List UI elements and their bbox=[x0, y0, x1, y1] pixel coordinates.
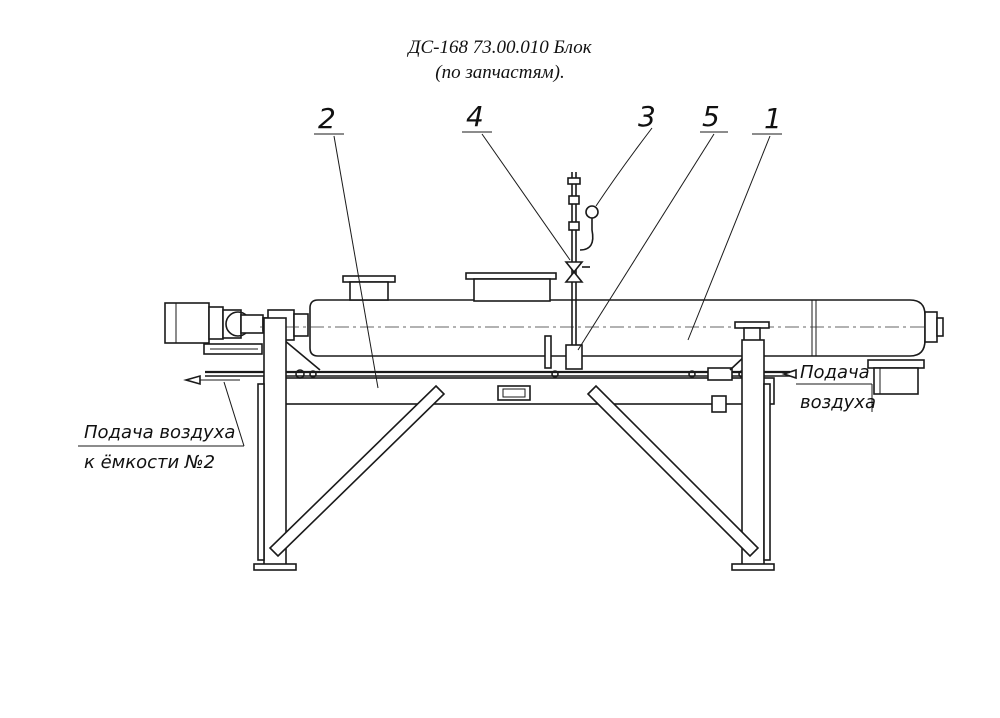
caption-right-line2: воздуха bbox=[800, 392, 876, 413]
callout-5: 5 bbox=[702, 100, 720, 133]
pressure-gauge-icon bbox=[585, 205, 599, 219]
caption-left-line2: к ёмкости №2 bbox=[84, 452, 215, 473]
callout-2: 2 bbox=[318, 102, 336, 135]
callout-3: 3 bbox=[638, 100, 656, 133]
instrument-column bbox=[564, 172, 599, 370]
callout-1: 1 bbox=[764, 102, 782, 135]
valve-block bbox=[565, 344, 583, 370]
drawing-title: ДС-168 73.00.010 Блок bbox=[408, 37, 592, 58]
cylinder-body bbox=[260, 272, 944, 395]
caption-left-line1: Подача воздуха bbox=[84, 422, 235, 443]
callout-4: 4 bbox=[466, 100, 484, 133]
leader-lines bbox=[78, 127, 873, 447]
frame bbox=[205, 317, 790, 571]
drawing-subtitle: (по запчастям). bbox=[435, 62, 565, 83]
caption-right-line1: Подача bbox=[800, 362, 870, 383]
